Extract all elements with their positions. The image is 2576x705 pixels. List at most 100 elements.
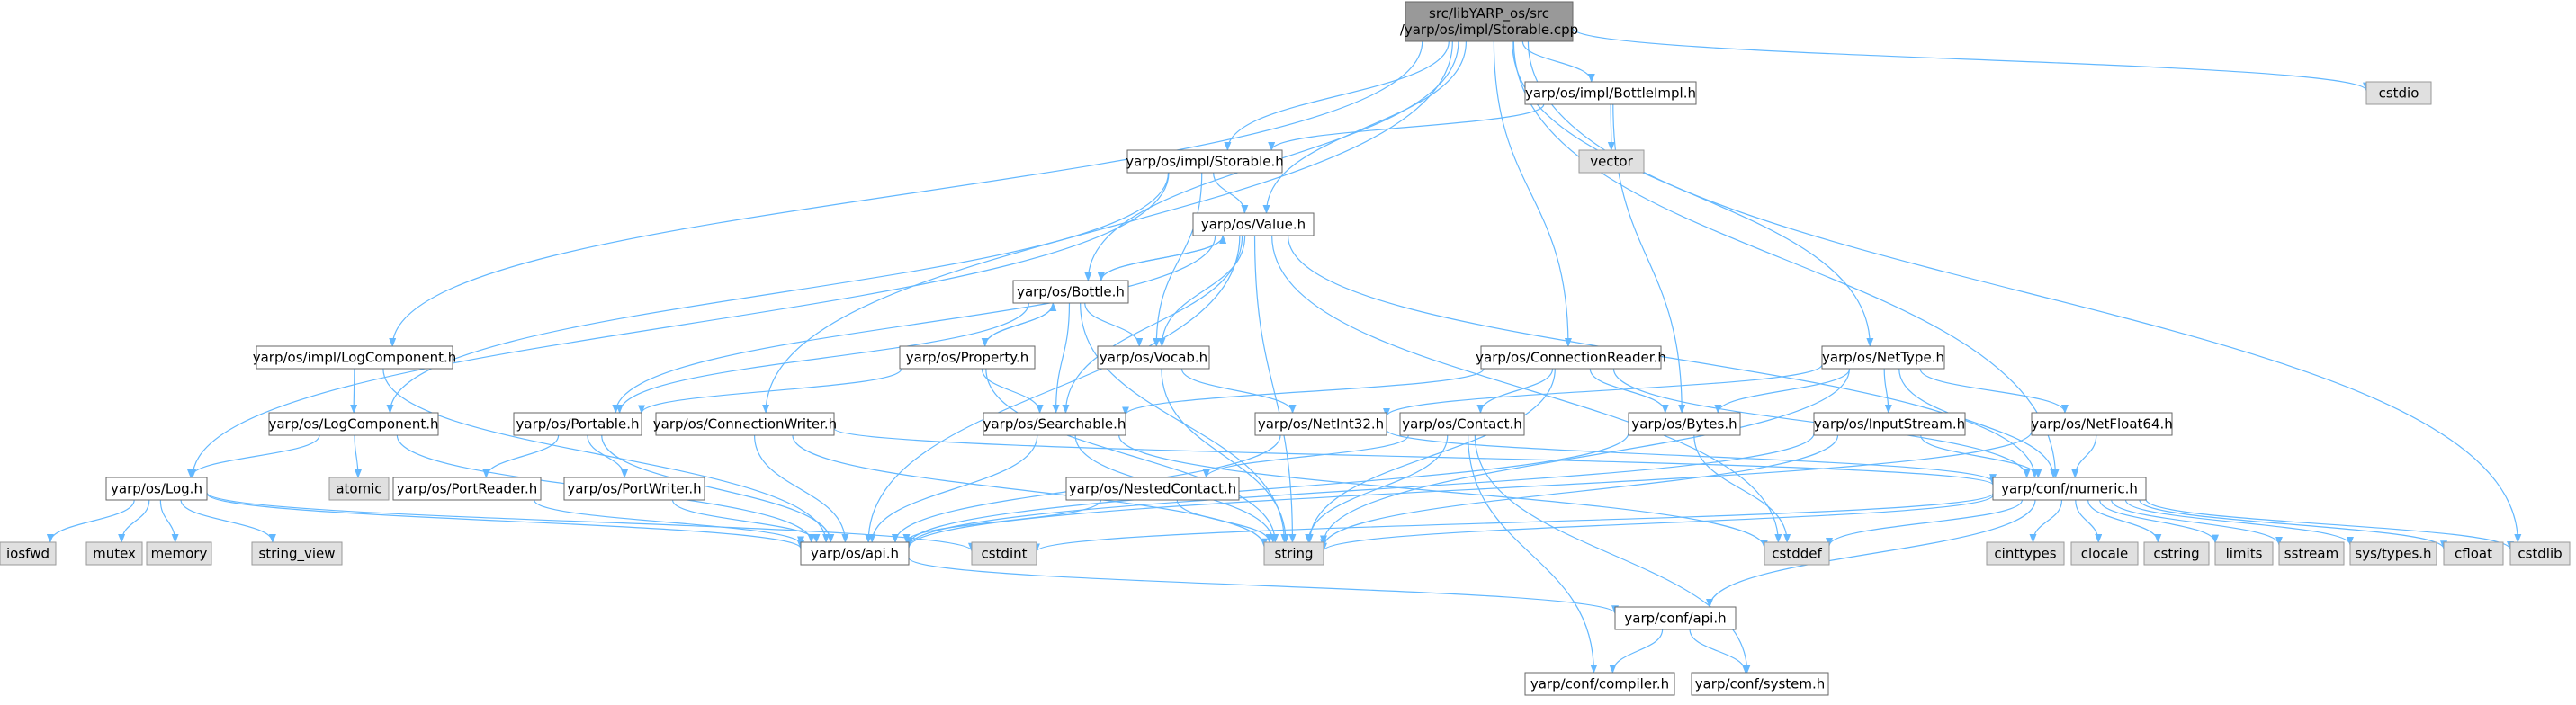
node-label: /yarp/os/impl/Storable.cpp bbox=[1400, 22, 1578, 38]
node-label: yarp/os/Property.h bbox=[906, 350, 1028, 366]
node-vector: vector bbox=[1578, 149, 1645, 174]
node-label: cstdlib bbox=[2518, 546, 2562, 562]
edge-value_h-to-vocab_h bbox=[1158, 235, 1246, 347]
node-box bbox=[2278, 541, 2345, 566]
node-box bbox=[800, 541, 910, 566]
node-bottleimpl-h[interactable]: yarp/os/impl/BottleImpl.h bbox=[1524, 81, 1697, 105]
node-label: yarp/conf/numeric.h bbox=[2001, 481, 2138, 497]
edge-numeric_h-to-cinttypes bbox=[2029, 499, 2063, 543]
node-limits: limits bbox=[2214, 541, 2274, 566]
edge-inputstream_h-to-os_api_h bbox=[905, 433, 1815, 548]
node-bottle-h[interactable]: yarp/os/Bottle.h bbox=[1012, 280, 1129, 304]
edge-connectionwriter_h-to-numeric_h bbox=[833, 427, 1997, 486]
node-box bbox=[1986, 541, 2065, 566]
node-property-h[interactable]: yarp/os/Property.h bbox=[899, 345, 1036, 370]
node-string: string bbox=[1263, 541, 1324, 566]
node-storable-h[interactable]: yarp/os/impl/Storable.h bbox=[1126, 149, 1284, 174]
node-conf-api-h[interactable]: yarp/conf/api.h bbox=[1614, 606, 1737, 630]
node-netfloat64-h[interactable]: yarp/os/NetFloat64.h bbox=[2031, 412, 2173, 436]
node-label: cstddef bbox=[1772, 546, 1822, 562]
node-numeric-h[interactable]: yarp/conf/numeric.h bbox=[1992, 477, 2147, 501]
node-vocab-h[interactable]: yarp/os/Vocab.h bbox=[1097, 345, 1210, 370]
node-systypes-h: sys/types.h bbox=[2349, 541, 2437, 566]
node-label: yarp/os/ConnectionReader.h bbox=[1476, 350, 1666, 366]
node-connectionwriter-h[interactable]: yarp/os/ConnectionWriter.h bbox=[653, 412, 837, 436]
node-box bbox=[2349, 541, 2437, 566]
node-box bbox=[2143, 541, 2210, 566]
node-memory: memory bbox=[146, 541, 212, 566]
edge-bottle_h-to-vocab_h bbox=[1084, 302, 1144, 347]
node-log-h[interactable]: yarp/os/Log.h bbox=[105, 477, 208, 501]
node-compiler-h[interactable]: yarp/conf/compiler.h bbox=[1524, 672, 1675, 696]
edge-bottle_h-to-searchable_h bbox=[1052, 302, 1071, 414]
node-iosfwd: iosfwd bbox=[0, 541, 57, 566]
node-label: src/libYARP_os/src bbox=[1429, 5, 1549, 22]
node-box bbox=[899, 345, 1036, 370]
node-contact-h[interactable]: yarp/os/Contact.h bbox=[1399, 412, 1525, 436]
edge-connectionreader_h-to-contact_h bbox=[1476, 368, 1554, 414]
node-value-h[interactable]: yarp/os/Value.h bbox=[1192, 212, 1315, 236]
node-box bbox=[1614, 606, 1737, 630]
node-box bbox=[971, 541, 1037, 566]
node-label: yarp/os/PortWriter.h bbox=[567, 481, 701, 497]
node-box bbox=[1992, 477, 2147, 501]
node-box bbox=[2214, 541, 2274, 566]
edge-inputstream_h-to-numeric_h bbox=[1920, 434, 2042, 478]
node-box bbox=[85, 541, 143, 566]
edge-netint32_h-to-numeric_h bbox=[1386, 429, 1997, 484]
node-box bbox=[251, 541, 343, 566]
node-clocale: clocale bbox=[2070, 541, 2139, 566]
edge-property_h-to-searchable_h bbox=[981, 368, 1044, 414]
node-logcomponent-impl-h[interactable]: yarp/os/impl/LogComponent.h bbox=[253, 345, 457, 370]
node-label: yarp/os/Bytes.h bbox=[1631, 416, 1737, 433]
node-label: yarp/os/Portable.h bbox=[516, 416, 640, 433]
node-portable-h[interactable]: yarp/os/Portable.h bbox=[513, 412, 642, 436]
node-label: sys/types.h bbox=[2355, 546, 2431, 562]
node-connectionreader-h[interactable]: yarp/os/ConnectionReader.h bbox=[1476, 345, 1666, 370]
node-box bbox=[146, 541, 212, 566]
node-label: yarp/os/Value.h bbox=[1201, 217, 1306, 233]
node-logcomponent-h[interactable]: yarp/os/LogComponent.h bbox=[268, 412, 439, 436]
edge-os_api_h-to-conf_api_h bbox=[908, 557, 1619, 615]
node-os-api-h[interactable]: yarp/os/api.h bbox=[800, 541, 910, 566]
node-netint32-h[interactable]: yarp/os/NetInt32.h bbox=[1254, 412, 1387, 436]
node-cinttypes: cinttypes bbox=[1986, 541, 2065, 566]
node-box bbox=[983, 412, 1126, 436]
node-label: yarp/os/Bottle.h bbox=[1017, 284, 1125, 300]
edge-root-to-cstdio bbox=[1572, 27, 2370, 92]
edge-contact_h-to-nestedcontact_h bbox=[1202, 434, 1409, 478]
edge-connectionreader_h-to-string bbox=[1306, 368, 1556, 543]
node-root[interactable]: src/libYARP_os/src/yarp/os/impl/Storable… bbox=[1400, 1, 1578, 42]
node-portwriter-h[interactable]: yarp/os/PortWriter.h bbox=[563, 477, 705, 501]
edge-bottle_h-to-portable_h bbox=[615, 302, 1029, 414]
node-label: yarp/os/PortReader.h bbox=[397, 481, 538, 497]
edge-portwriter_h-to-os_api_h bbox=[671, 499, 821, 543]
node-label: sstream bbox=[2284, 546, 2338, 562]
edge-log_h-to-cstdint bbox=[206, 492, 975, 552]
node-cstring: cstring bbox=[2143, 541, 2210, 566]
edge-numeric_h-to-systypes_h bbox=[2124, 499, 2354, 546]
node-system-h[interactable]: yarp/conf/system.h bbox=[1691, 672, 1829, 696]
node-label: yarp/os/NetType.h bbox=[1822, 350, 1944, 366]
node-inputstream-h[interactable]: yarp/os/InputStream.h bbox=[1813, 412, 1966, 436]
node-label: cfloat bbox=[2455, 546, 2492, 562]
edge-value_h-to-os_api_h bbox=[865, 235, 1241, 543]
edge-connectionreader_h-to-bytes_h bbox=[1589, 368, 1669, 414]
node-searchable-h[interactable]: yarp/os/Searchable.h bbox=[983, 412, 1126, 436]
node-nettype-h[interactable]: yarp/os/NetType.h bbox=[1821, 345, 1945, 370]
node-nestedcontact-h[interactable]: yarp/os/NestedContact.h bbox=[1065, 477, 1240, 501]
node-label: atomic bbox=[336, 481, 381, 497]
node-box bbox=[1126, 149, 1283, 174]
edge-nettype_h-to-numeric_h bbox=[1898, 368, 2058, 478]
node-box bbox=[563, 477, 705, 501]
node-box bbox=[2070, 541, 2139, 566]
node-bytes-h[interactable]: yarp/os/Bytes.h bbox=[1628, 412, 1741, 436]
node-label: yarp/os/impl/LogComponent.h bbox=[253, 350, 457, 366]
node-box bbox=[1192, 212, 1315, 236]
node-box bbox=[1764, 541, 1830, 566]
node-cstdio: cstdio bbox=[2365, 81, 2432, 105]
node-portreader-h[interactable]: yarp/os/PortReader.h bbox=[392, 477, 542, 501]
node-atomic: atomic bbox=[328, 477, 390, 501]
edge-vocab_h-to-netint32_h bbox=[1180, 368, 1297, 414]
